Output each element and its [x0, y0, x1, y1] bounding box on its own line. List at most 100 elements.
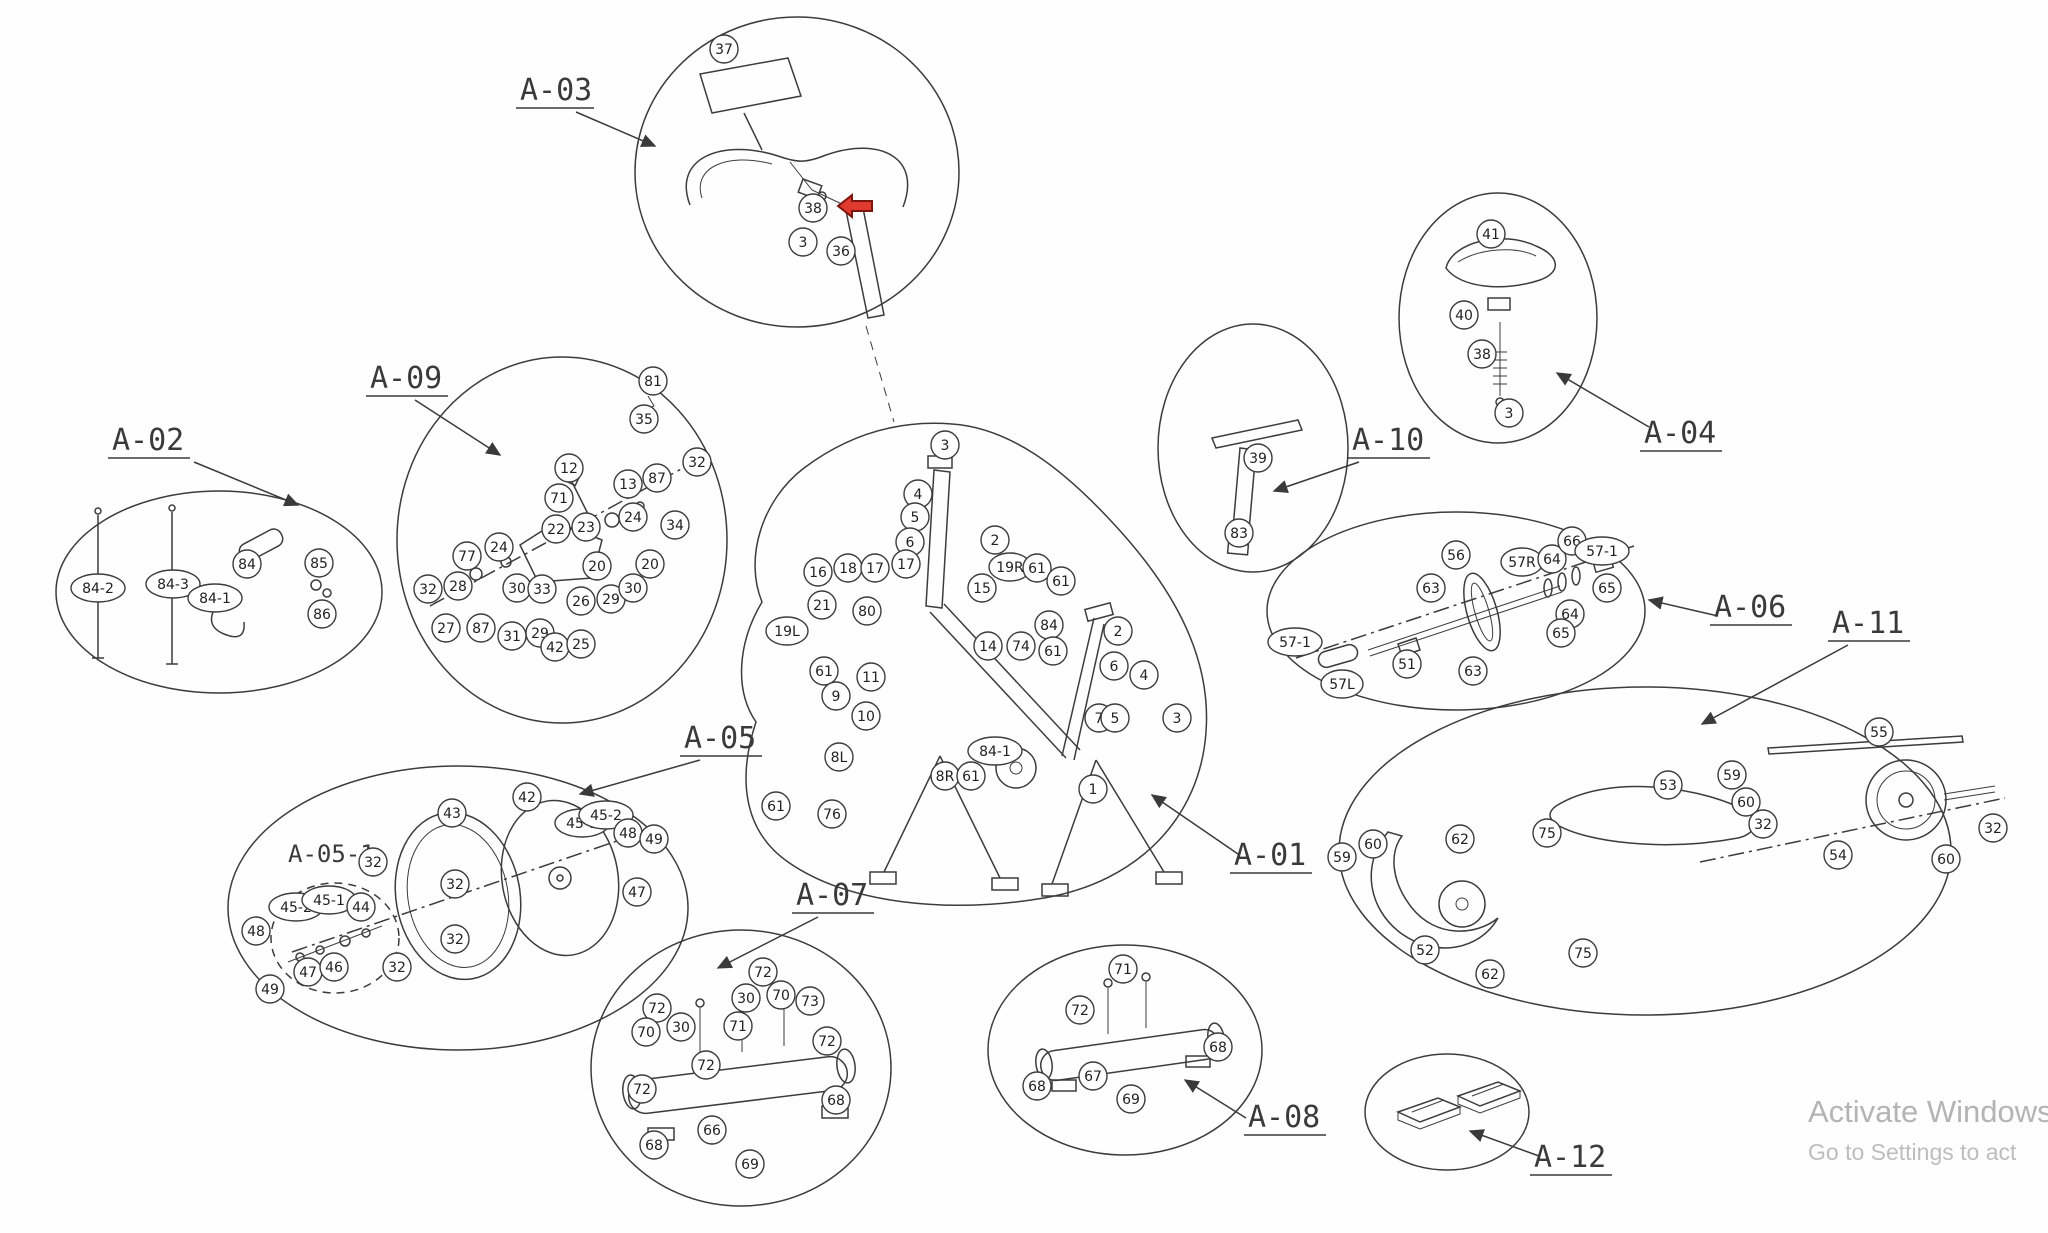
part-callout: 49	[639, 824, 669, 854]
svg-text:65: 65	[1552, 626, 1570, 642]
svg-text:6: 6	[1110, 659, 1119, 675]
part-callout: 60	[1931, 844, 1961, 874]
svg-text:32: 32	[1984, 821, 2002, 837]
part-callout: 84-2	[70, 573, 126, 603]
svg-text:1: 1	[1089, 782, 1098, 798]
svg-text:72: 72	[818, 1034, 836, 1050]
svg-text:64: 64	[1543, 552, 1561, 568]
svg-text:77: 77	[458, 549, 476, 565]
svg-text:24: 24	[490, 540, 508, 556]
svg-text:10: 10	[857, 709, 875, 725]
svg-text:60: 60	[1364, 837, 1382, 853]
svg-text:9: 9	[832, 689, 841, 705]
part-callout: 66	[697, 1115, 727, 1145]
part-callout: 84-3	[145, 569, 201, 599]
part-callout: 84-1	[187, 583, 243, 613]
part-callout: 32	[382, 952, 412, 982]
part-callout: 8R	[930, 761, 960, 791]
svg-text:2: 2	[1114, 624, 1123, 640]
part-callout: 36	[826, 236, 856, 266]
part-callout: 87	[642, 463, 672, 493]
part-callout: 53	[1653, 770, 1683, 800]
svg-text:32: 32	[419, 582, 437, 598]
part-callout: 20	[582, 551, 612, 581]
group-a02-boundary	[55, 490, 383, 694]
main-frame-drawing	[869, 455, 1183, 897]
svg-text:80: 80	[858, 604, 876, 620]
part-callout: 38	[1467, 339, 1497, 369]
group-a08-label: A-08	[1248, 1100, 1320, 1135]
group-a11-leader-arrow	[1700, 644, 1849, 725]
part-callout: 20	[635, 549, 665, 579]
part-callout: 76	[817, 799, 847, 829]
part-callout: 24	[484, 532, 514, 562]
svg-text:61: 61	[767, 799, 785, 815]
part-callout: 72	[812, 1026, 842, 1056]
part-callout: 64	[1537, 544, 1567, 574]
part-callout: 65	[1592, 573, 1622, 603]
part-callout: 80	[852, 596, 882, 626]
svg-text:63: 63	[1464, 664, 1482, 680]
svg-text:72: 72	[633, 1082, 651, 1098]
part-callout: 18	[833, 553, 863, 583]
svg-text:36: 36	[832, 244, 850, 260]
svg-text:47: 47	[628, 885, 646, 901]
svg-text:59: 59	[1723, 768, 1741, 784]
part-callout: 72	[627, 1074, 657, 1104]
group-a09-leader-arrow	[414, 399, 502, 456]
part-callout: 59	[1327, 842, 1357, 872]
svg-text:29: 29	[602, 592, 620, 608]
part-callout: 2	[980, 525, 1010, 555]
group-a10-label: A-10	[1352, 423, 1424, 458]
part-callout: 31	[497, 621, 527, 651]
svg-text:8R: 8R	[936, 769, 955, 785]
part-callout: 57L	[1320, 669, 1364, 699]
part-callout: 9	[821, 681, 851, 711]
svg-text:30: 30	[624, 581, 642, 597]
svg-text:17: 17	[897, 557, 915, 573]
svg-text:3: 3	[941, 438, 950, 454]
svg-text:84-1: 84-1	[199, 591, 231, 607]
group-a05-boundary	[227, 765, 689, 1051]
svg-text:32: 32	[446, 932, 464, 948]
svg-text:75: 75	[1574, 946, 1592, 962]
group-a08-boundary	[987, 944, 1263, 1156]
part-callout: 71	[544, 483, 574, 513]
group-a05-leader-arrow	[578, 759, 701, 797]
part-callout: 34	[660, 510, 690, 540]
svg-text:45-2: 45-2	[590, 808, 622, 824]
svg-text:3: 3	[1173, 711, 1182, 727]
handlebar-assembly-drawing	[685, 57, 909, 319]
group-a05-label: A-05	[684, 721, 756, 756]
svg-text:66: 66	[703, 1123, 721, 1139]
part-callout: 70	[631, 1017, 661, 1047]
svg-text:71: 71	[1114, 962, 1132, 978]
group-a12: A-12	[1364, 1053, 1612, 1176]
part-callout: 37	[709, 34, 739, 64]
part-callout: 84	[1034, 610, 1064, 640]
part-callout: 23	[571, 512, 601, 542]
group-a09-label: A-09	[370, 361, 442, 396]
svg-text:64: 64	[1561, 607, 1579, 623]
part-callout: 24	[618, 502, 648, 532]
part-callout: 22	[541, 514, 571, 544]
part-callout: 11	[856, 662, 886, 692]
svg-text:57L: 57L	[1329, 677, 1355, 693]
svg-text:11: 11	[862, 670, 880, 686]
svg-text:20: 20	[641, 557, 659, 573]
part-callout: 26	[566, 586, 596, 616]
svg-text:76: 76	[823, 807, 841, 823]
svg-text:69: 69	[1122, 1092, 1140, 1108]
part-callout: 2	[1103, 616, 1133, 646]
svg-text:20: 20	[588, 559, 606, 575]
part-callout: 3	[1494, 398, 1524, 428]
